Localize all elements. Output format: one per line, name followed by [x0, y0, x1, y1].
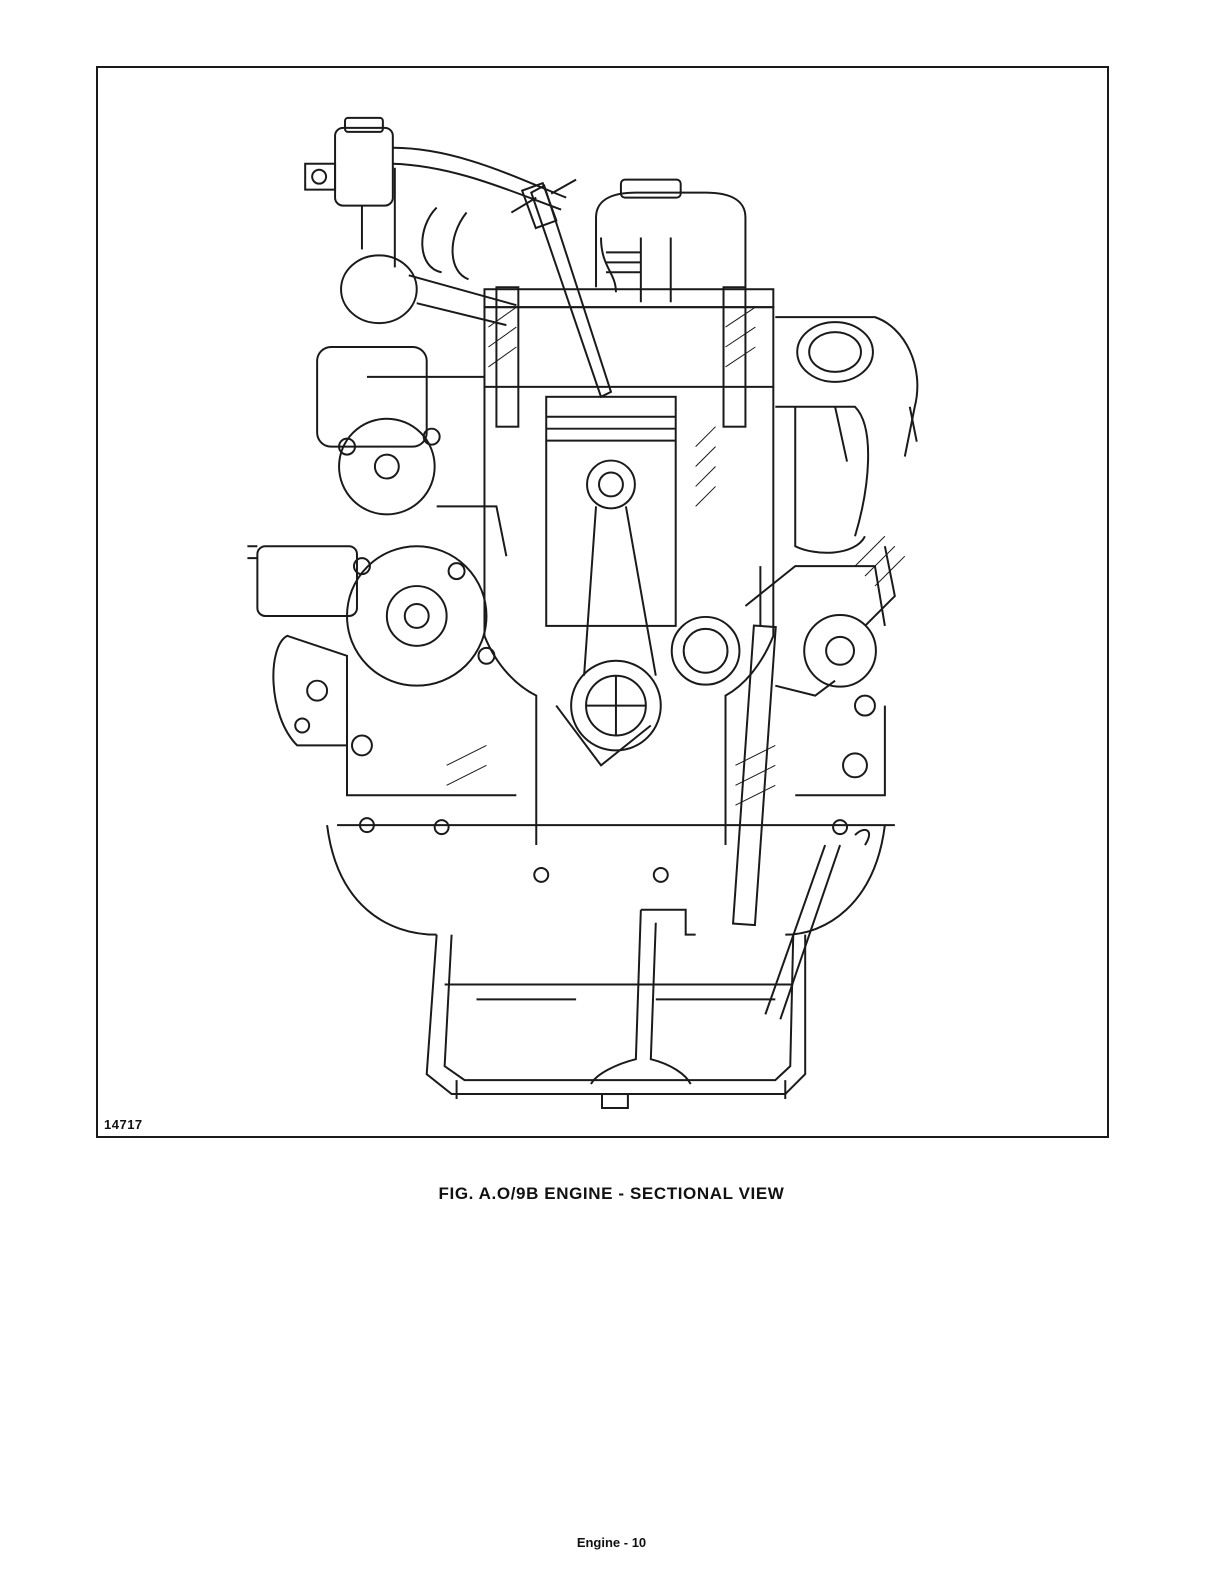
figure-frame: 14717: [96, 66, 1109, 1138]
camshaft-drawing: [672, 566, 885, 925]
figure-caption: FIG. A.O/9B ENGINE - SECTIONAL VIEW: [0, 1184, 1223, 1204]
cylinder-head-drawing: [484, 180, 773, 427]
crankcase-drawing: [327, 696, 895, 935]
cylinder-block-drawing: [484, 387, 773, 845]
figure-number: 14717: [104, 1117, 143, 1132]
page-number: Engine - 10: [0, 1535, 1223, 1550]
accessory-pumps-drawing: [247, 347, 506, 745]
oil-sump-drawing: [427, 830, 869, 1108]
engine-sectional-drawing: [98, 68, 1107, 1136]
exhaust-manifold-drawing: [775, 317, 917, 626]
fuel-filter-drawing: [305, 118, 566, 267]
